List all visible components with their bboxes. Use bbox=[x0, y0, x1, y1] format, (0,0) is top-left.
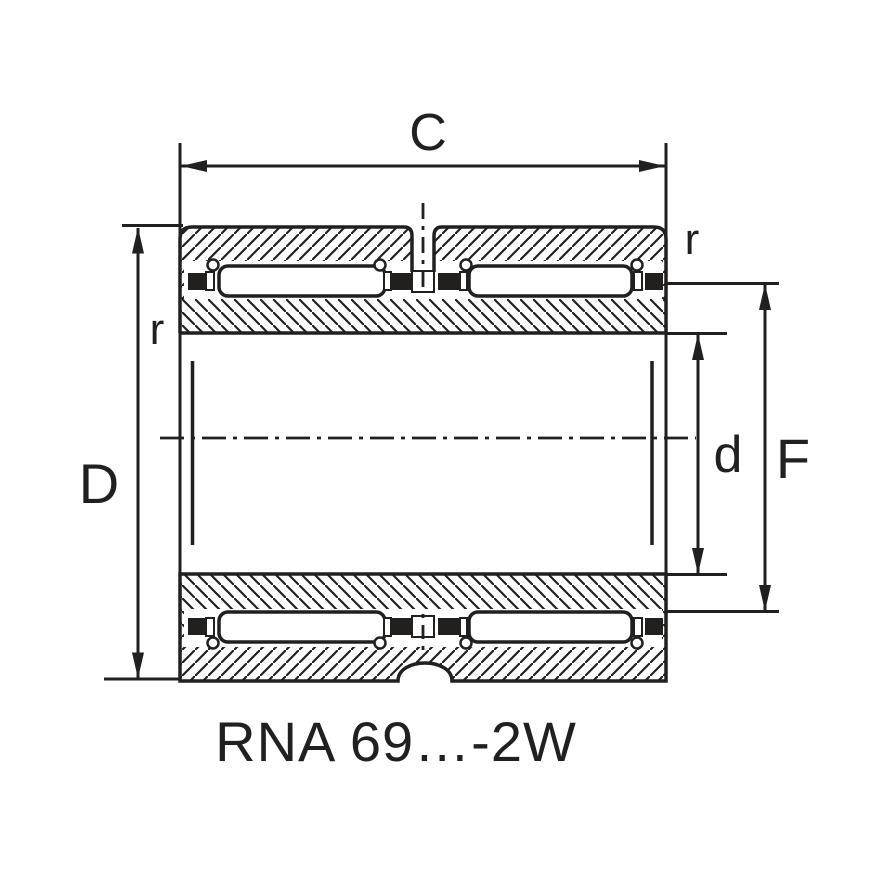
cage-block bbox=[390, 618, 412, 635]
arrowhead-up bbox=[759, 284, 771, 310]
needle-roller bbox=[467, 264, 634, 298]
cage-lip bbox=[383, 617, 392, 637]
cage-block bbox=[188, 273, 207, 290]
cage-lip bbox=[633, 617, 643, 637]
needle-roller bbox=[217, 610, 387, 644]
hatch-region bbox=[180, 296, 666, 333]
centerlines bbox=[160, 203, 696, 650]
cage-block bbox=[645, 618, 663, 635]
label-outside-width: C bbox=[409, 104, 447, 162]
label-raceway-diameter: F bbox=[776, 427, 810, 490]
outer-ring-top-section bbox=[178, 225, 668, 335]
shaft-edges bbox=[190, 361, 654, 545]
arrowhead-left bbox=[181, 160, 207, 172]
cage-retainer-circle bbox=[459, 258, 473, 272]
bearing-designation-title: RNA 69…-2W bbox=[215, 710, 577, 773]
dimension-f: F bbox=[666, 282, 810, 613]
arrowhead-down bbox=[132, 652, 144, 679]
cage-lip bbox=[459, 271, 468, 291]
cage-block bbox=[438, 618, 460, 635]
needle-roller bbox=[217, 264, 387, 298]
arrowhead-down bbox=[759, 585, 771, 611]
cage-retainer-circle bbox=[206, 636, 220, 650]
cage-block bbox=[438, 273, 460, 290]
arrowhead-up bbox=[692, 334, 704, 360]
outer-ring-bottom-section bbox=[178, 572, 668, 683]
arrowhead-down bbox=[692, 548, 704, 574]
cage-retainer-circle bbox=[373, 636, 387, 650]
dimension-d-outer: D bbox=[79, 224, 183, 681]
dimension-c: C bbox=[181, 104, 665, 172]
label-corner-radius-right: r bbox=[685, 215, 700, 264]
cage-lip bbox=[459, 617, 468, 637]
cage-lip bbox=[633, 271, 643, 291]
label-corner-radius-left: r bbox=[150, 305, 165, 354]
label-outer-diameter: D bbox=[79, 452, 119, 515]
cage-lip bbox=[205, 617, 215, 637]
cage-retainer-circle bbox=[630, 636, 644, 650]
ring-outline bbox=[178, 572, 668, 683]
cage-block bbox=[188, 618, 207, 635]
cage-lip bbox=[205, 271, 215, 291]
label-shaft-diameter: d bbox=[714, 426, 743, 484]
arrowhead-up bbox=[132, 227, 144, 254]
cage-lip bbox=[383, 271, 392, 291]
cage-retainer-circle bbox=[373, 258, 387, 272]
cage-retainer-circle bbox=[630, 258, 644, 272]
cage-block bbox=[390, 273, 412, 290]
ring-outline bbox=[178, 225, 668, 335]
arrowhead-right bbox=[639, 160, 665, 172]
dimension-d-shaft: d bbox=[666, 332, 743, 576]
needle-roller bbox=[467, 610, 634, 644]
cage-retainer-circle bbox=[459, 636, 473, 650]
cage-retainer-circle bbox=[206, 258, 220, 272]
cage-block bbox=[645, 273, 663, 290]
